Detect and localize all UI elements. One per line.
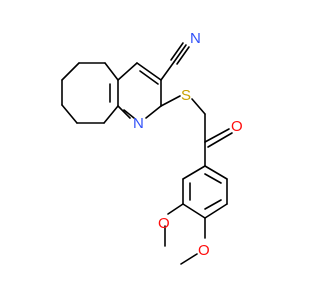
bond-lines [61,42,233,265]
bond [139,70,159,85]
bond [180,253,198,265]
bond [123,109,135,119]
nitrile-nitrogen-label: N [190,30,201,47]
bond [176,46,190,65]
bond [204,165,228,180]
bond [204,199,222,210]
bond [61,62,80,81]
bond [204,173,222,184]
bond [182,165,206,180]
carbonyl-oxygen-label: O [231,118,243,135]
methoxy-oxygen-lower-label: O [198,242,210,259]
bond [191,98,206,115]
bond [182,203,206,219]
bond [61,104,78,124]
bond [145,105,162,119]
sulfur-label: S [181,87,191,104]
bond [117,62,138,81]
bond [103,105,119,124]
bond [204,203,228,219]
bond [104,62,119,81]
bond [170,42,184,61]
ring-nitrogen-label: N [133,115,144,132]
bond [160,61,175,81]
bond [207,132,233,148]
bond [167,203,184,215]
bond [173,44,187,63]
bond [204,128,230,143]
bond [117,105,131,119]
molecule-structure-diagram: N N S O O O [61,30,243,265]
bond [136,62,162,81]
methoxy-oxygen-upper-label: O [158,215,170,232]
atom-labels: N N S O O O [133,30,243,259]
bond [160,95,181,107]
